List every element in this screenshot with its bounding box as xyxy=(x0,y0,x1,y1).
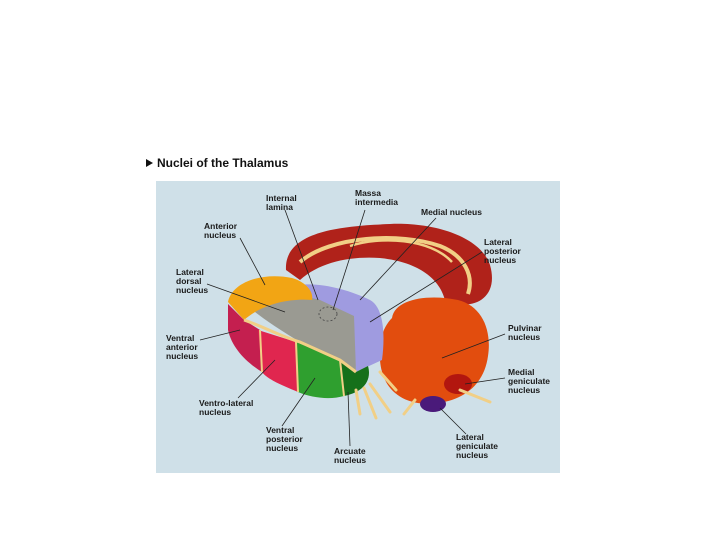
label-ventral-posterior: Ventral posterior nucleus xyxy=(266,425,305,453)
label-lateral-geniculate: Lateral geniculate nucleus xyxy=(456,432,500,460)
leader-arcuate xyxy=(348,392,350,446)
label-lateral-posterior: Lateral posterior nucleus xyxy=(484,237,523,265)
label-arcuate: Arcuate nucleus xyxy=(334,446,368,465)
label-lateral-dorsal: Lateral dorsal nucleus xyxy=(176,267,208,295)
label-internal-lamina: Internal lamina xyxy=(266,193,299,212)
leader-anterior-nucleus xyxy=(240,238,265,285)
label-ventro-lateral: Ventro-lateral nucleus xyxy=(199,398,256,417)
label-medial-nucleus: Medial nucleus xyxy=(421,207,482,217)
label-anterior-nucleus: Anterior nucleus xyxy=(204,221,239,240)
label-massa-intermedia: Massa intermedia xyxy=(355,188,398,207)
label-ventral-anterior: Ventral anterior nucleus xyxy=(166,333,200,361)
label-pulvinar: Pulvinar nucleus xyxy=(508,323,544,342)
leader-lateral-geniculate xyxy=(440,408,466,434)
label-medial-geniculate: Medial geniculate nucleus xyxy=(508,367,552,395)
medial-geniculate-nucleus xyxy=(444,374,472,394)
